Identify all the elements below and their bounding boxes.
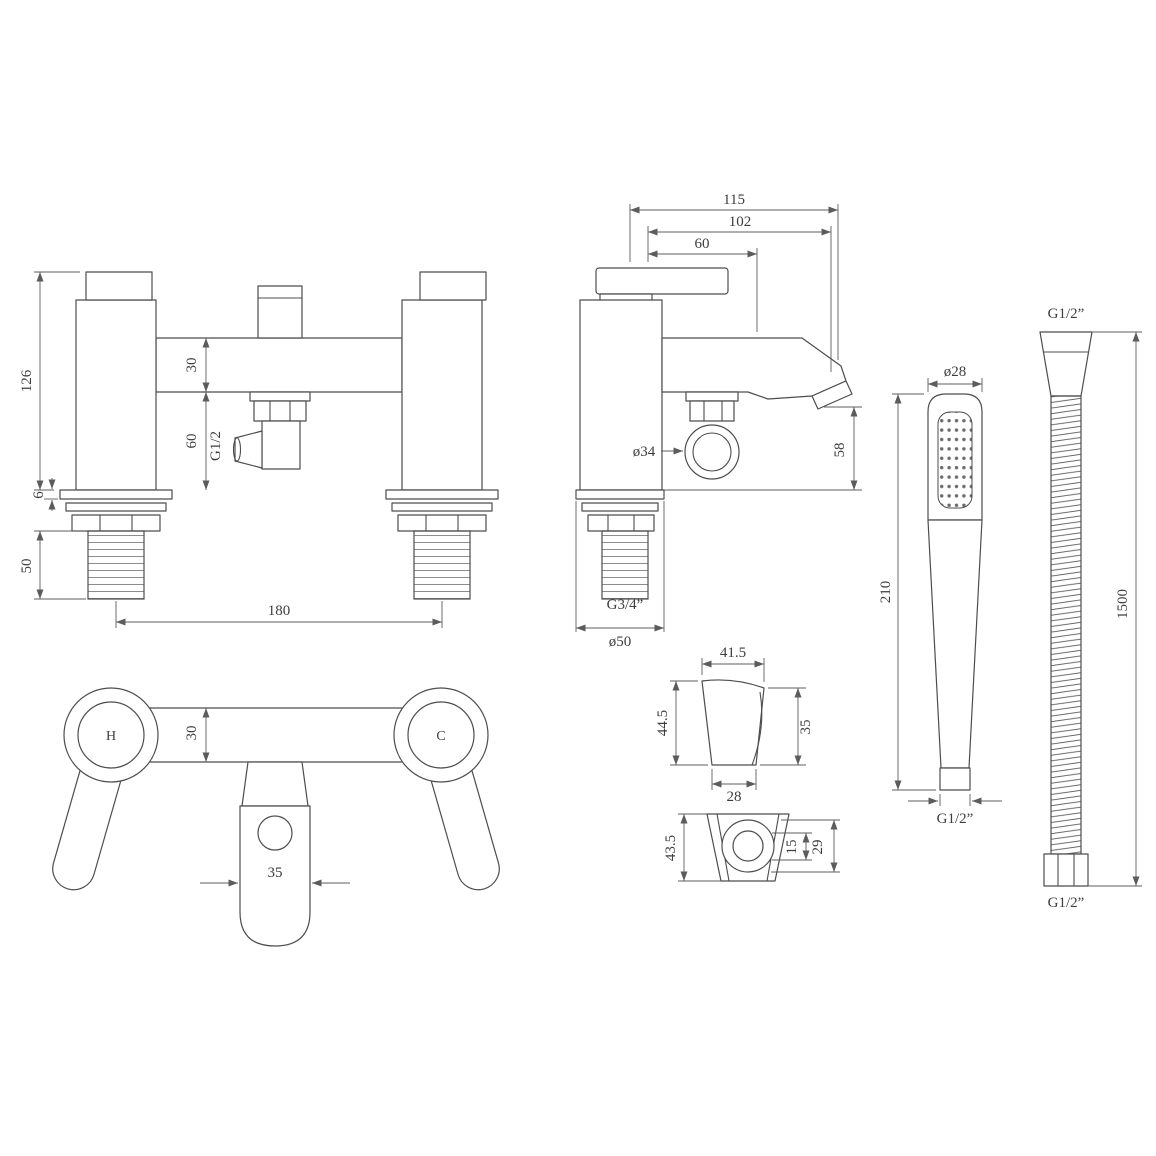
dim-bracket-front-height-label: 43.5 (663, 835, 679, 861)
cold-marker-label: C (436, 729, 445, 744)
handset-thread-label: G1/2” (937, 811, 974, 827)
handset-dimensions (892, 378, 1002, 806)
front-right-deck-plate (385, 489, 499, 500)
plan-body (110, 707, 442, 763)
side-locknut (587, 514, 655, 532)
front-view-dimensions (34, 271, 443, 628)
dim-bracket-slot-height-label: 15 (784, 840, 800, 855)
hose-body (1050, 395, 1082, 855)
front-left-inlet-tail (87, 530, 145, 600)
dim-body-diameter-label: ø34 (633, 444, 656, 460)
handset-view: ø28 210 G1/2” (878, 364, 1002, 827)
plan-hot-cap (77, 701, 145, 769)
side-spout (661, 337, 847, 400)
hose-top-thread-label: G1/2” (1048, 306, 1085, 322)
dim-plan-body-width-label: 30 (184, 726, 200, 741)
side-view: 115 102 60 ø34 58 G3/4” ø50 (575, 192, 862, 650)
dim-body-projection-label: 60 (695, 236, 710, 252)
bracket-front-ring-inner (732, 830, 764, 862)
hose-bottom-nut (1043, 853, 1089, 887)
side-deck-plate (575, 489, 665, 500)
bracket-side-body (701, 679, 765, 766)
front-elbow-body (261, 420, 301, 470)
side-pillar (579, 299, 663, 491)
dim-base-diameter-label: ø50 (609, 634, 632, 650)
plan-view: H C 30 35 (52, 687, 500, 947)
front-left-pillar (75, 299, 157, 491)
bracket-front-dimensions (678, 813, 840, 882)
side-outlet-flange (685, 391, 739, 402)
front-left-deck-plate (59, 489, 173, 500)
outlet-thread-label: G1/2 (208, 431, 224, 461)
dim-deck-plate-label: 6 (31, 491, 47, 499)
dim-overall-projection-label: 115 (723, 192, 745, 208)
front-diverter-knob (257, 285, 303, 339)
dim-spout-projection-label: 102 (729, 214, 752, 230)
dim-bracket-base-width-label: 28 (727, 789, 742, 805)
front-left-locknut (71, 514, 161, 532)
front-body-bar (155, 337, 403, 393)
dim-bracket-depth-label: 29 (810, 840, 826, 855)
dim-tail-length-label: 50 (19, 559, 35, 574)
front-outlet-flange (249, 391, 311, 402)
side-spout-aerator (811, 380, 853, 410)
front-right-pillar (401, 299, 483, 491)
dim-head-diameter-label: ø28 (944, 364, 967, 380)
hose-top-fitting (1039, 331, 1093, 397)
front-left-handle (85, 271, 153, 301)
front-elbow-face (232, 437, 242, 462)
handset-fitting (939, 767, 971, 791)
bracket-side-dimensions (670, 658, 806, 790)
handset-handle (927, 519, 983, 769)
plan-cold-cap (407, 701, 475, 769)
plan-view-dimensions (200, 708, 350, 887)
dim-tap-centres-label: 180 (268, 603, 291, 619)
side-handle-lever (595, 267, 729, 295)
front-elbow-outlet (234, 430, 263, 469)
plan-spout-housing (239, 805, 311, 947)
front-right-locknut (397, 514, 487, 532)
dim-spout-height-label: 58 (832, 443, 848, 458)
front-view: 126 30 60 G1/2 6 50 180 (19, 271, 499, 628)
wall-bracket-front-view: 43.5 15 29 (663, 813, 840, 882)
wall-bracket-side-view: 41.5 44.5 35 28 (655, 645, 814, 805)
plan-diverter-pull (257, 815, 293, 851)
hot-marker-label: H (106, 729, 116, 744)
front-right-inlet-tail (413, 530, 471, 600)
dim-hose-length-label: 1500 (1115, 589, 1131, 619)
dim-bracket-face-height-label: 35 (798, 720, 814, 735)
front-outlet-nut (253, 400, 307, 422)
side-inlet-tail (601, 530, 649, 600)
dim-outlet-drop-label: 60 (184, 434, 200, 449)
side-outlet-nut (689, 400, 735, 422)
hose-view: G1/2” 1500 G1/2” (1039, 306, 1142, 911)
dim-bracket-top-width-label: 41.5 (720, 645, 746, 661)
inlet-thread-label: G3/4” (607, 597, 644, 613)
hose-dimensions (1088, 331, 1142, 887)
side-view-dimensions (575, 204, 862, 632)
dim-plan-spout-width-label: 35 (268, 865, 283, 881)
dim-overall-height-label: 126 (19, 369, 35, 392)
plan-spout-neck (241, 761, 309, 807)
front-right-handle (419, 271, 487, 301)
dim-bracket-height-label: 44.5 (655, 710, 671, 736)
handset-spray-face (937, 411, 973, 509)
dim-body-height-label: 30 (184, 358, 200, 373)
dim-handset-length-label: 210 (878, 581, 894, 604)
hose-bottom-thread-label: G1/2” (1048, 895, 1085, 911)
